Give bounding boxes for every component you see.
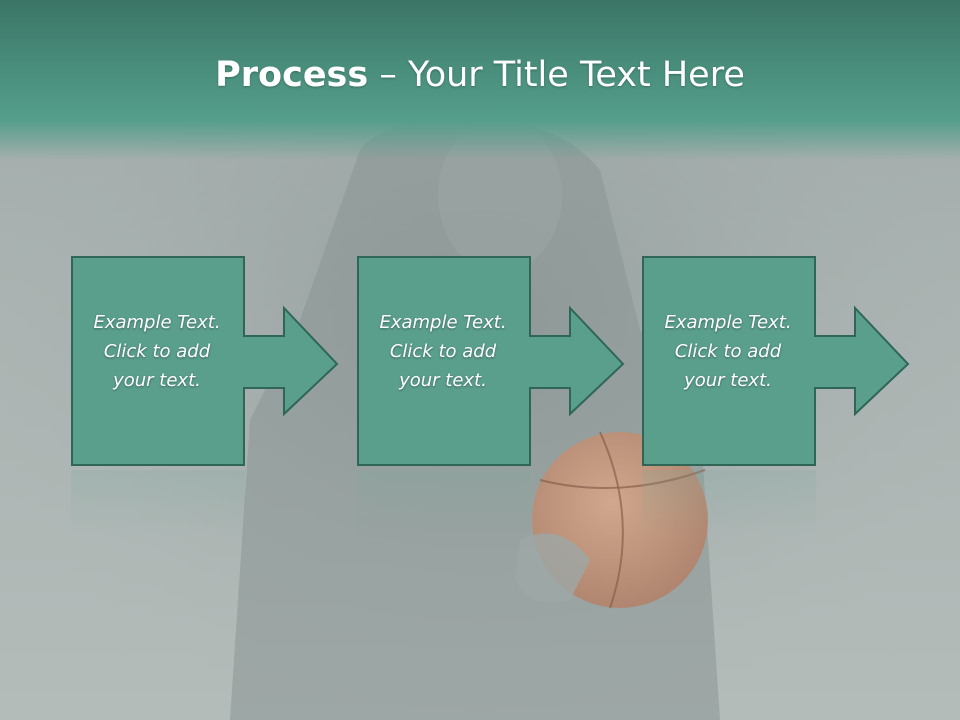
step-text-line: your text.: [399, 370, 487, 391]
step-text-line: your text.: [113, 370, 201, 391]
slide-title[interactable]: Process – Your Title Text Here: [0, 52, 960, 98]
step-text-line: Click to add: [103, 341, 211, 362]
step-text[interactable]: Example Text. Click to add your text.: [642, 308, 814, 395]
step-text-line: Click to add: [674, 341, 782, 362]
process-step-3[interactable]: Example Text. Click to add your text.: [642, 256, 918, 468]
step-text[interactable]: Example Text. Click to add your text.: [357, 308, 529, 395]
step-arrow-shape: [71, 256, 339, 466]
process-step-2[interactable]: Example Text. Click to add your text.: [357, 256, 633, 468]
step-arrow-shape: [642, 256, 910, 466]
process-step-1[interactable]: Example Text. Click to add your text.: [71, 256, 347, 468]
title-band: [0, 0, 960, 160]
step-text[interactable]: Example Text. Click to add your text.: [71, 308, 243, 395]
step-text-line: Click to add: [389, 341, 497, 362]
title-rest-part: – Your Title Text Here: [368, 55, 745, 95]
step-text-line: Example Text.: [664, 312, 792, 333]
step-reflection: [71, 470, 245, 540]
step-reflection: [357, 470, 531, 540]
title-bold-part: Process: [215, 55, 369, 95]
step-text-line: Example Text.: [379, 312, 507, 333]
step-text-line: your text.: [684, 370, 772, 391]
step-arrow-shape: [357, 256, 625, 466]
step-reflection: [642, 470, 816, 540]
step-text-line: Example Text.: [93, 312, 221, 333]
